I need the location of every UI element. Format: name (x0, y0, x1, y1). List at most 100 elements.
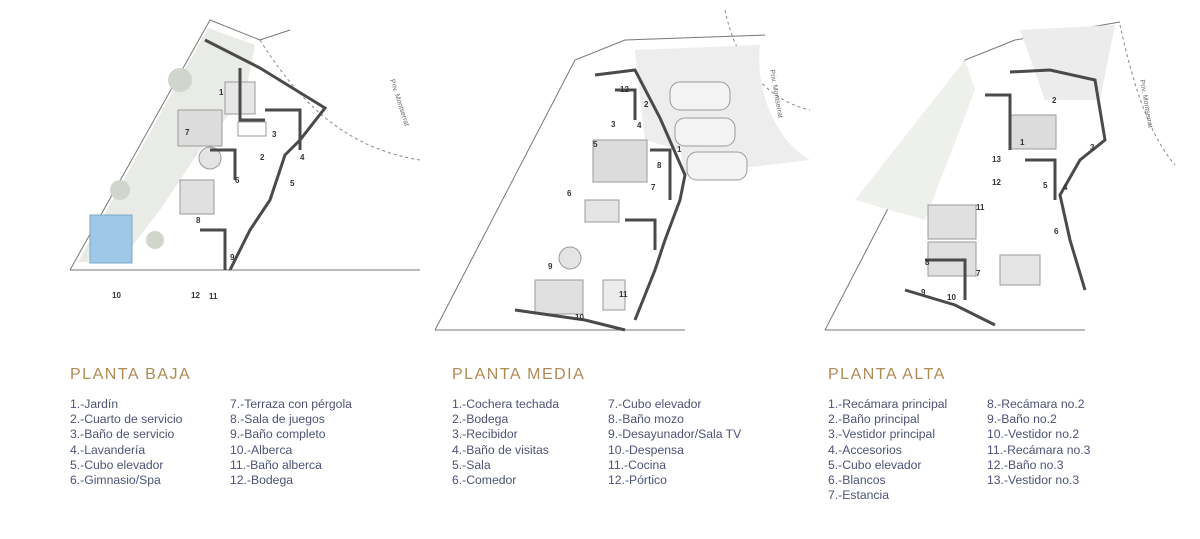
legend-item: 12.-Baño no.3 (987, 457, 1064, 472)
legend-item: 12.-Pórtico (608, 473, 667, 488)
legend-planta-media-col2: 7.-Cubo elevador 8.-Baño mozo 9.-Desayun… (608, 397, 741, 488)
legend-item: 6.-Blancos (828, 473, 886, 488)
furniture (534, 139, 648, 315)
svg-text:11: 11 (976, 203, 985, 212)
svg-text:8: 8 (925, 258, 930, 267)
svg-text:7: 7 (651, 183, 656, 192)
svg-text:9: 9 (921, 288, 926, 297)
svg-text:6: 6 (1054, 227, 1059, 236)
svg-text:9: 9 (230, 253, 235, 262)
svg-text:12: 12 (992, 178, 1001, 187)
legend-item: 10.-Despensa (608, 442, 684, 457)
legend-item: 5.-Sala (452, 457, 491, 472)
garden-area (78, 28, 255, 262)
svg-text:10: 10 (112, 291, 121, 300)
svg-text:12: 12 (620, 85, 629, 94)
furniture (177, 81, 267, 215)
legend-item: 7.-Estancia (828, 488, 889, 503)
pool (89, 214, 133, 264)
svg-text:10: 10 (947, 293, 956, 302)
svg-text:1: 1 (677, 145, 682, 154)
legend-item: 1.-Cochera techada (452, 397, 560, 411)
svg-text:4: 4 (1063, 183, 1068, 192)
legend-item: 5.-Cubo elevador (70, 457, 164, 472)
legend-item: 11.-Recámara no.3 (987, 442, 1091, 457)
svg-text:7: 7 (976, 269, 981, 278)
cars (669, 81, 748, 181)
lot-outline (434, 9, 811, 331)
walls (904, 68, 1107, 327)
room-numbers: 1 2 3 4 5 6 7 8 9 10 11 12 13 (921, 96, 1095, 302)
svg-text:3: 3 (1090, 143, 1095, 152)
room-numbers: 1 2 3 4 5 6 7 8 9 10 11 12 (548, 85, 682, 322)
legend-item: 7.-Cubo elevador (608, 397, 702, 411)
legend-item: 8.-Recámara no.2 (987, 397, 1085, 411)
legend-item: 4.-Lavandería (70, 442, 146, 457)
legend-planta-baja-col2: 7.-Terraza con pérgola 8.-Sala de juegos… (230, 397, 352, 488)
svg-text:7: 7 (185, 128, 190, 137)
legend-item: 8.-Baño mozo (608, 412, 684, 427)
legend-planta-baja-col1: 1.-Jardín 2.-Cuarto de servicio 3.-Baño … (70, 397, 182, 488)
legend-item: 2.-Cuarto de servicio (70, 412, 183, 427)
svg-text:10: 10 (575, 313, 584, 322)
legend-item: 13.-Vestidor no.3 (987, 473, 1080, 488)
floor-plan-planta-baja: 1 2 3 4 5 6 7 8 9 10 11 12 Priv. Montser… (69, 19, 421, 301)
svg-text:8: 8 (657, 161, 662, 170)
legend-item: 6.-Comedor (452, 473, 517, 488)
svg-text:4: 4 (637, 121, 642, 130)
legend-item: 3.-Baño de servicio (70, 427, 175, 442)
legend-item: 2.-Baño principal (828, 412, 920, 427)
terrace-area (855, 25, 1115, 220)
legend-item: 12.-Bodega (230, 473, 294, 488)
legend-item: 10.-Alberca (230, 442, 293, 457)
legend-item: 8.-Sala de juegos (230, 412, 325, 427)
legend-item: 9.-Baño no.2 (987, 412, 1057, 427)
svg-text:2: 2 (260, 153, 265, 162)
svg-text:5: 5 (1043, 181, 1048, 190)
svg-text:3: 3 (611, 120, 616, 129)
svg-text:6: 6 (567, 189, 572, 198)
legend-item: 9.-Desayunador/Sala TV (608, 427, 742, 442)
legend-item: 11.-Baño alberca (230, 457, 322, 472)
legend-item: 1.-Jardín (70, 397, 119, 411)
legend-item: 2.-Bodega (452, 412, 509, 427)
legend-item: 7.-Terraza con pérgola (230, 397, 352, 411)
legend-item: 6.-Gimnasio/Spa (70, 473, 161, 488)
svg-text:12: 12 (191, 291, 200, 300)
legend-planta-alta-col1: 1.-Recámara principal 2.-Baño principal … (828, 397, 947, 503)
walls (514, 68, 687, 332)
floor-plan-planta-media: 1 2 3 4 5 6 7 8 9 10 11 12 Priv. Montser… (434, 9, 811, 332)
legend-item: 4.-Baño de visitas (452, 442, 549, 457)
plan-title-planta-alta: PLANTA ALTA (828, 366, 946, 383)
legend-item: 11.-Cocina (608, 457, 667, 472)
svg-text:9: 9 (548, 262, 553, 271)
svg-text:3: 3 (272, 130, 277, 139)
legend-item: 5.-Cubo elevador (828, 457, 922, 472)
furniture (927, 114, 1057, 286)
legend-planta-alta-col2: 8.-Recámara no.2 9.-Baño no.2 10.-Vestid… (987, 397, 1090, 488)
svg-text:6: 6 (235, 176, 240, 185)
svg-text:2: 2 (1052, 96, 1057, 105)
plan-title-planta-media: PLANTA MEDIA (452, 366, 586, 383)
legend-item: 9.-Baño completo (230, 427, 326, 442)
svg-text:5: 5 (593, 140, 598, 149)
legend-item: 3.-Recibidor (452, 427, 518, 442)
svg-text:8: 8 (196, 216, 201, 225)
legend-item: 1.-Recámara principal (828, 397, 948, 411)
svg-text:2: 2 (644, 100, 649, 109)
svg-text:5: 5 (290, 179, 295, 188)
lot-outline (69, 19, 421, 271)
street-label: Priv. Montserrat (1138, 79, 1153, 128)
legend-planta-media-col1: 1.-Cochera techada 2.-Bodega 3.-Recibido… (452, 397, 559, 488)
street-label: Priv. Montserrat (768, 69, 783, 118)
svg-text:11: 11 (209, 292, 218, 301)
legend-item: 10.-Vestidor no.2 (987, 427, 1080, 442)
plan-title-planta-baja: PLANTA BAJA (70, 366, 192, 383)
legend-item: 3.-Vestidor principal (828, 427, 936, 442)
street-label: Priv. Montserrat (388, 78, 410, 127)
svg-text:4: 4 (300, 153, 305, 162)
svg-text:13: 13 (992, 155, 1001, 164)
legend-item: 4.-Accesorios (828, 442, 902, 457)
floor-plan-planta-alta: 1 2 3 4 5 6 7 8 9 10 11 12 13 Priv. Mont… (824, 21, 1176, 331)
svg-text:11: 11 (619, 290, 628, 299)
